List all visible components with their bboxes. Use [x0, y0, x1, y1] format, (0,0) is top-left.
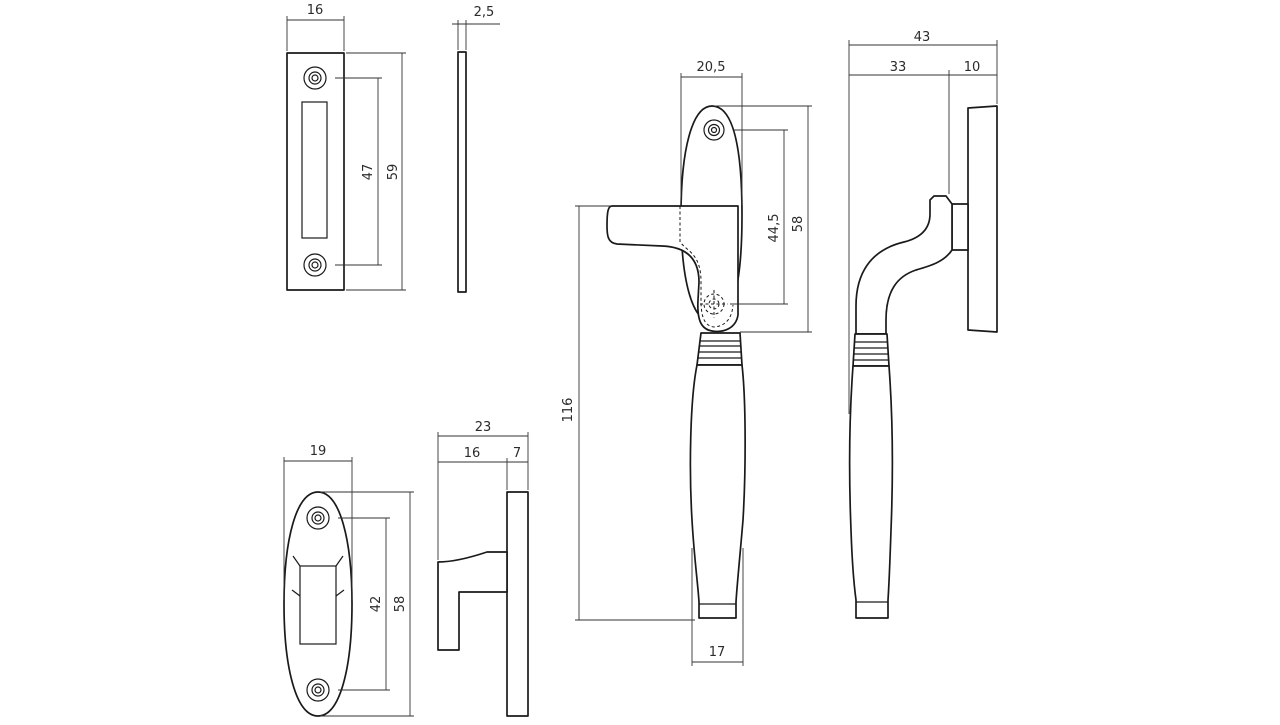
screw-hole-icon — [306, 678, 330, 702]
dimension-label: 23 — [475, 420, 492, 435]
strike-plate-front-view: 16 47 59 — [286, 3, 406, 291]
dimension-label: 20,5 — [697, 60, 726, 75]
dimension-projection: 16 7 — [438, 446, 528, 490]
handle-side-grip — [848, 365, 894, 619]
dimension-overall-length: 116 — [561, 205, 695, 621]
dimension-label: 16 — [307, 3, 324, 18]
dimension-projection: 33 10 — [849, 60, 997, 194]
handle-side-neck — [855, 195, 953, 335]
dimension-label: 44,5 — [767, 214, 782, 243]
dimension-hole-spacing: 47 — [335, 77, 382, 266]
dimension-width: 16 — [286, 3, 345, 51]
handle-collar — [696, 332, 743, 366]
strike-plate-outline — [286, 52, 345, 291]
dimension-overall-depth: 23 — [437, 420, 529, 560]
keeper-side-hook — [437, 551, 508, 651]
handle-front-view: 116 20,5 44,5 58 17 — [561, 60, 812, 666]
dimension-grip-width: 17 — [691, 548, 744, 666]
dimension-height: 59 — [346, 52, 406, 291]
hidden-outline — [679, 206, 734, 328]
strike-plate-edge — [457, 51, 467, 293]
strike-plate-side-view: 2,5 — [452, 5, 500, 293]
dimension-label: 47 — [361, 164, 376, 181]
strike-plate-slot — [301, 101, 328, 239]
dimension-rose-width: 20,5 — [680, 60, 743, 205]
dimension-width: 19 — [283, 444, 353, 600]
dimension-label: 43 — [914, 30, 931, 45]
keeper-side-rose — [506, 491, 529, 717]
handle-side-rose — [967, 105, 998, 333]
handle-side-spindle — [951, 203, 969, 251]
keeper-side-view: 23 16 7 — [437, 420, 529, 717]
dimension-height: 58 — [320, 491, 414, 717]
dimension-hole-spacing: 42 — [338, 517, 390, 691]
keeper-front-view: 19 42 58 — [283, 444, 414, 717]
screw-hole-icon — [306, 506, 330, 530]
dimension-label: 16 — [464, 446, 481, 461]
dimension-overall-depth: 43 — [848, 30, 998, 414]
dimension-label: 58 — [791, 216, 806, 233]
keeper-slot — [299, 565, 337, 645]
dimension-label: 116 — [561, 398, 576, 423]
dimension-label: 42 — [369, 596, 384, 613]
handle-side-collar — [852, 333, 890, 367]
dimension-label: 2,5 — [474, 5, 495, 20]
dimension-label: 58 — [393, 596, 408, 613]
screw-hole-icon — [303, 253, 327, 277]
keeper-rose — [283, 491, 353, 717]
dimension-rose-height: 58 — [714, 105, 812, 333]
dimension-label: 33 — [890, 60, 907, 75]
dimension-hole-spacing: 44,5 — [730, 129, 788, 305]
dimension-label: 10 — [964, 60, 981, 75]
dimension-label: 17 — [709, 645, 726, 660]
dimension-label: 59 — [386, 164, 401, 181]
handle-side-view: 43 33 10 — [848, 30, 998, 619]
dimension-label: 19 — [310, 444, 327, 459]
screw-hole-icon — [303, 66, 327, 90]
spindle-icon — [700, 290, 728, 318]
handle-hook — [606, 205, 739, 333]
screw-hole-icon — [703, 119, 725, 141]
dimension-label: 7 — [513, 446, 521, 461]
handle-grip — [689, 364, 746, 619]
